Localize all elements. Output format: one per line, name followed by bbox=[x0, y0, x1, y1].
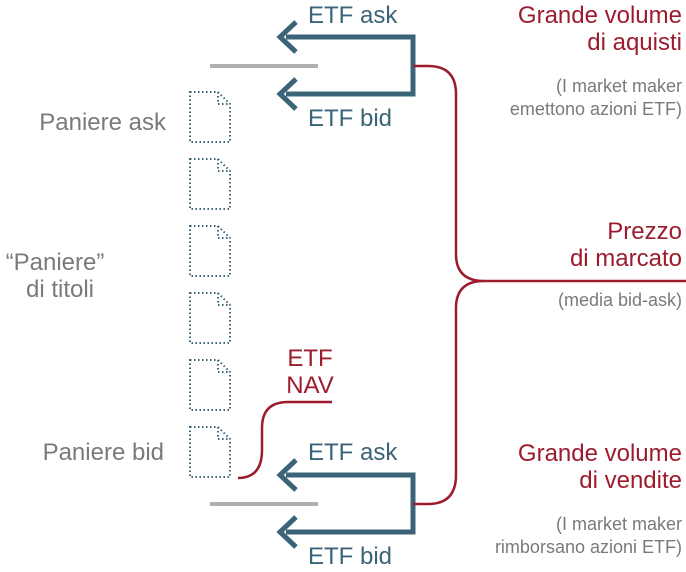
top-etf-ask-label: ETF ask bbox=[308, 2, 398, 29]
document-icon bbox=[189, 225, 231, 277]
document-icon bbox=[189, 426, 231, 478]
bottom-bid-arrowhead bbox=[276, 515, 298, 549]
basket-title-line2: di titoli bbox=[25, 275, 95, 303]
basket-title: “Paniere” di titoli bbox=[0, 249, 110, 304]
sell-volume-line1: Grande volume bbox=[517, 440, 682, 467]
document-icon bbox=[189, 292, 231, 344]
securities-documents bbox=[189, 91, 231, 478]
bottom-etf-bid-label: ETF bid bbox=[308, 543, 393, 570]
sell-note-line2: rimborsano azioni ETF) bbox=[494, 536, 682, 557]
sell-volume-note: (I market maker rimborsano azioni ETF) bbox=[495, 513, 682, 558]
market-price-line2: di marcato bbox=[569, 244, 682, 272]
bottom-ask-arrowhead bbox=[276, 458, 298, 492]
buy-note-line2: emettono azioni ETF) bbox=[509, 98, 682, 119]
etf-nav-line2: NAV bbox=[286, 371, 334, 399]
market-price-connector bbox=[413, 64, 686, 506]
sell-note-line1: (I market maker bbox=[555, 514, 682, 534]
buy-volume-line2: di aquisti bbox=[587, 28, 682, 56]
document-icon bbox=[189, 359, 231, 411]
top-etf-bid-label: ETF bid bbox=[308, 105, 393, 132]
buy-volume-title: Grande volume di aquisti bbox=[517, 2, 682, 57]
nav-connector bbox=[237, 400, 332, 480]
buy-note-line1: (I market maker bbox=[555, 76, 682, 96]
market-price-title: Prezzo di marcato bbox=[569, 218, 682, 273]
basket-bid-label: Paniere bid bbox=[42, 439, 164, 466]
top-bid-arrowhead bbox=[276, 77, 298, 111]
sell-volume-line2: di vendite bbox=[579, 466, 682, 494]
document-icon bbox=[189, 91, 231, 143]
market-price-note: (media bid-ask) bbox=[557, 290, 682, 310]
top-ask-arrowhead bbox=[276, 20, 298, 54]
basket-title-line1: “Paniere” bbox=[5, 249, 105, 276]
bottom-etf-ask-label: ETF ask bbox=[308, 439, 398, 466]
etf-nav-label: ETF NAV bbox=[280, 345, 340, 400]
document-icon bbox=[189, 158, 231, 210]
buy-volume-note: (I market maker emettono azioni ETF) bbox=[510, 75, 682, 120]
basket-ask-label: Paniere ask bbox=[39, 109, 166, 136]
etf-nav-line1: ETF bbox=[287, 345, 333, 372]
market-price-line1: Prezzo bbox=[607, 218, 682, 245]
buy-volume-line1: Grande volume bbox=[517, 2, 682, 29]
sell-volume-title: Grande volume di vendite bbox=[517, 440, 682, 495]
